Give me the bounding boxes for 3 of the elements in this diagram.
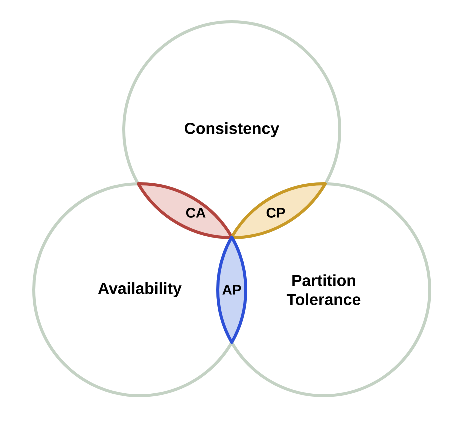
- overlap-region: CA: [137, 182, 234, 240]
- overlap-region: CP: [230, 182, 327, 240]
- overlap-region: AP: [216, 236, 248, 344]
